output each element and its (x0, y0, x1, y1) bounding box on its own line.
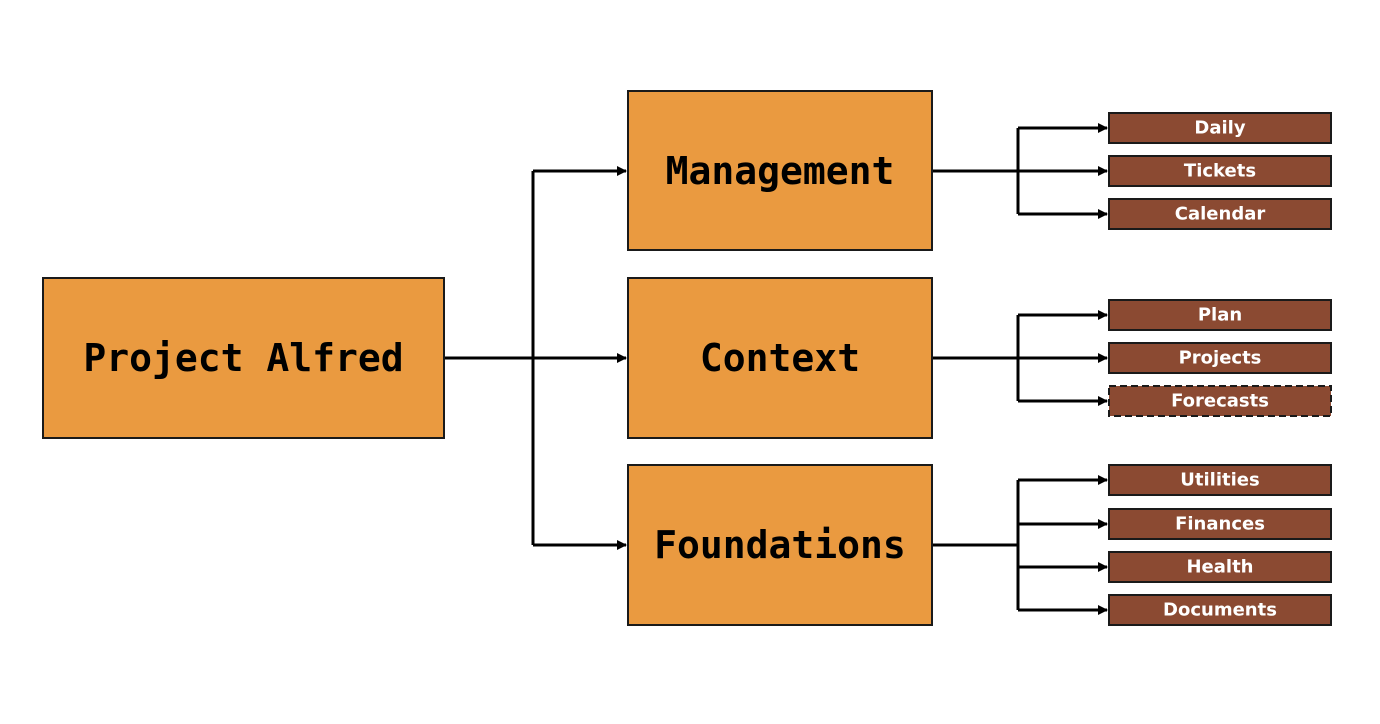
leaf-node-calendar: Calendar (1108, 198, 1332, 230)
group-label: Foundations (654, 523, 906, 567)
leaf-box (1108, 464, 1332, 496)
leaf-label: Finances (1175, 514, 1265, 535)
leaf-label: Daily (1194, 118, 1245, 139)
leaf-label: Health (1186, 557, 1253, 578)
leaf-box (1108, 342, 1332, 374)
leaf-label: Calendar (1175, 204, 1266, 225)
leaf-node-tickets: Tickets (1108, 155, 1332, 187)
group-node-context: Context (627, 277, 933, 439)
leaf-node-daily: Daily (1108, 112, 1332, 144)
group-label: Context (700, 336, 860, 380)
leaf-node-finances: Finances (1108, 508, 1332, 540)
leaf-node-forecasts: Forecasts (1108, 385, 1332, 417)
group-box (627, 90, 933, 251)
leaf-box (1108, 508, 1332, 540)
leaf-label: Utilities (1180, 470, 1259, 491)
leaf-box (1108, 594, 1332, 626)
leaf-node-projects: Projects (1108, 342, 1332, 374)
leaf-label: Tickets (1184, 161, 1256, 182)
root-box (42, 277, 445, 439)
leaf-node-plan: Plan (1108, 299, 1332, 331)
group-box (627, 277, 933, 439)
leaf-box (1108, 198, 1332, 230)
leaf-label: Forecasts (1171, 391, 1269, 412)
leaf-box (1108, 299, 1332, 331)
group-node-management: Management (627, 90, 933, 251)
leaf-node-utilities: Utilities (1108, 464, 1332, 496)
group-box (627, 464, 933, 626)
connector-lines (444, 123, 1108, 615)
leaf-label: Documents (1163, 600, 1277, 621)
leaf-node-documents: Documents (1108, 594, 1332, 626)
leaf-label: Projects (1179, 348, 1262, 369)
leaf-box (1108, 551, 1332, 583)
leaf-box (1108, 155, 1332, 187)
leaf-box (1108, 112, 1332, 144)
group-label: Management (666, 149, 895, 193)
root-node: Project Alfred (42, 277, 445, 439)
leaf-node-health: Health (1108, 551, 1332, 583)
leaf-label: Plan (1198, 305, 1242, 326)
group-node-foundations: Foundations (627, 464, 933, 626)
leaf-box-dashed (1108, 385, 1332, 417)
root-label: Project Alfred (83, 336, 403, 380)
